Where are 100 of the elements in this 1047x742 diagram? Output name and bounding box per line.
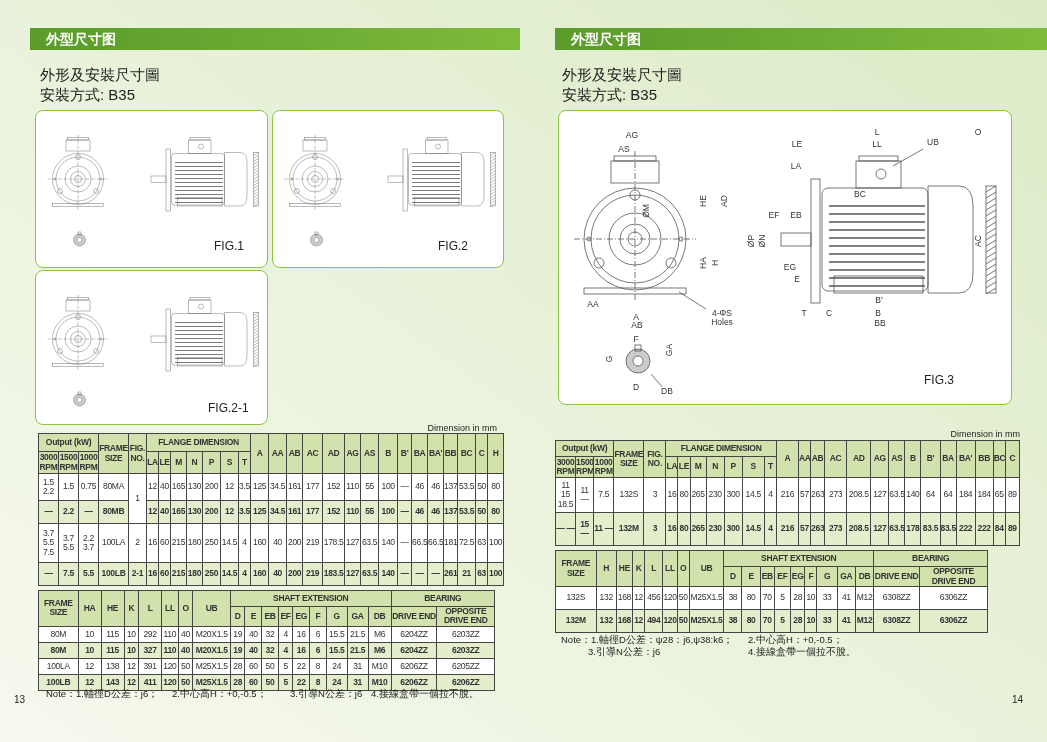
header-cell: 3000 RPM: [555, 456, 576, 478]
header-cell: SHAFT EXTENSION: [230, 590, 392, 607]
subtitle: 外形及安裝尺寸圖: [40, 66, 160, 85]
figure-panel: [272, 110, 504, 268]
dimension-label: HA: [698, 257, 708, 269]
header-cell: BEARING: [873, 550, 988, 567]
subtitle: 外形及安裝尺寸圖: [562, 66, 682, 85]
table-cell: —: [38, 562, 59, 586]
dimension-label: T: [801, 308, 807, 318]
figure-panel: [558, 110, 1012, 405]
header-cell: A: [776, 440, 799, 478]
table-cell: 132M: [555, 609, 597, 633]
dimension-label: AA: [587, 299, 599, 309]
figure-panel: [35, 270, 268, 425]
figure-caption: FIG.1: [214, 239, 244, 253]
header-cell: SHAFT EXTENSION: [723, 550, 874, 567]
dimension-label: EF: [768, 210, 780, 220]
callout-label: DB: [657, 387, 677, 396]
dimension-label: B': [875, 295, 883, 305]
dimension-label: GA: [664, 343, 674, 357]
header-cell: FRAME SIZE: [38, 590, 79, 627]
header-cell: AC: [824, 440, 847, 478]
subtitle: 安裝方式: B35: [562, 86, 658, 105]
table-cell: 11 15 18.5: [555, 477, 576, 513]
callout-label: 4-ΦS Holes: [702, 309, 742, 327]
dimension-label: A: [633, 312, 639, 322]
leader-line: [678, 291, 707, 310]
note-text: 4.接線盒帶一個拉不脫。: [371, 688, 479, 701]
dimension-label: AG: [625, 130, 639, 140]
header-cell: A: [250, 433, 269, 474]
header-cell: AD: [322, 433, 345, 474]
table-cell: 132S: [555, 586, 597, 610]
page-number: 13: [14, 694, 26, 705]
callout-label: UB: [923, 138, 943, 147]
dimension-label: O: [974, 127, 982, 137]
dimension-label: C: [825, 308, 833, 318]
header-bar: 外型尺寸图: [30, 28, 520, 50]
figure-caption: FIG.2-1: [208, 401, 249, 415]
dimension-label: LA: [790, 161, 802, 171]
unit-note: Dimension in mm: [950, 429, 1020, 439]
dimension-label: LE: [791, 139, 803, 149]
header-cell: HA: [78, 590, 102, 627]
leader-line: [650, 373, 663, 388]
header-cell: UB: [689, 550, 724, 587]
note-text: Note：1.軸徑D公差：j6；: [46, 688, 159, 701]
dimension-label: D: [632, 382, 640, 392]
header-cell: L: [138, 590, 162, 627]
shaft-section-drawing: [625, 344, 651, 374]
header-cell: AC: [302, 433, 323, 474]
dimension-label: AD: [719, 195, 729, 207]
note-text: 2.中心高H：+0,-0.5；: [172, 688, 267, 701]
dimension-label: G: [604, 355, 614, 363]
figure-panel: [35, 110, 268, 268]
unit-note: Dimension in mm: [427, 423, 497, 433]
dimension-label: ØN: [757, 234, 767, 248]
dimension-label: H: [710, 259, 720, 267]
dimension-label: B: [875, 308, 881, 318]
dimension-label: AS: [618, 144, 630, 154]
dimension-label: HE: [698, 195, 708, 207]
table-cell: 1.5 2.2: [38, 473, 59, 501]
dimension-label: BC: [854, 189, 866, 199]
dimension-label: EG: [783, 262, 797, 272]
header-cell: H: [596, 550, 617, 587]
note-text: 3.引導N公差：j6: [290, 688, 363, 701]
leader-line: [892, 148, 924, 167]
header-cell: FIG. NO.: [643, 440, 666, 478]
dimension-label: EB: [790, 210, 802, 220]
header-cell: 3000 RPM: [38, 451, 59, 474]
note-text: Note：1.軸徑D公差：ψ28：j6,ψ38:k6；: [561, 634, 734, 646]
dimension-label: BB: [874, 318, 886, 328]
header-cell: Output (kW): [38, 433, 99, 452]
note-text: 2.中心高H：+0,-0.5；: [748, 634, 843, 646]
header-cell: FRAME SIZE: [613, 440, 644, 478]
table-cell: 1: [128, 473, 147, 524]
dimension-label: ØM: [641, 204, 651, 218]
page-number: 14: [1012, 694, 1024, 705]
header-cell: UB: [192, 590, 231, 627]
header-bar: 外型尺寸图: [555, 28, 1047, 50]
figure-caption: FIG.2: [438, 239, 468, 253]
dimension-label: E: [794, 274, 800, 284]
header-cell: FRAME SIZE: [555, 550, 597, 587]
note-text: 4.接線盒帶一個拉不脫。: [748, 646, 856, 659]
dimension-label: LL: [872, 139, 882, 149]
dimension-label: L: [874, 127, 880, 137]
dimension-label: ØP: [746, 234, 756, 248]
header-cell: FLANGE DIMENSION: [146, 433, 251, 452]
note-text: 3.引導N公差：j6: [588, 646, 661, 659]
subtitle: 安裝方式: B35: [40, 86, 136, 105]
header-cell: FRAME SIZE: [98, 433, 129, 474]
header-cell: HE: [101, 590, 124, 627]
dimension-label: AB: [631, 320, 643, 330]
header-cell: FLANGE DIMENSION: [665, 440, 777, 457]
header-cell: BEARING: [391, 590, 495, 607]
header-cell: AD: [846, 440, 871, 478]
header-cell: Output (kW): [555, 440, 614, 457]
table-cell: —: [38, 500, 59, 524]
dimension-label: AC: [973, 235, 983, 247]
figure-caption: FIG.3: [924, 373, 954, 387]
table-cell: — —: [555, 512, 576, 546]
table-cell: 3.7 5.5 7.5: [38, 523, 59, 563]
